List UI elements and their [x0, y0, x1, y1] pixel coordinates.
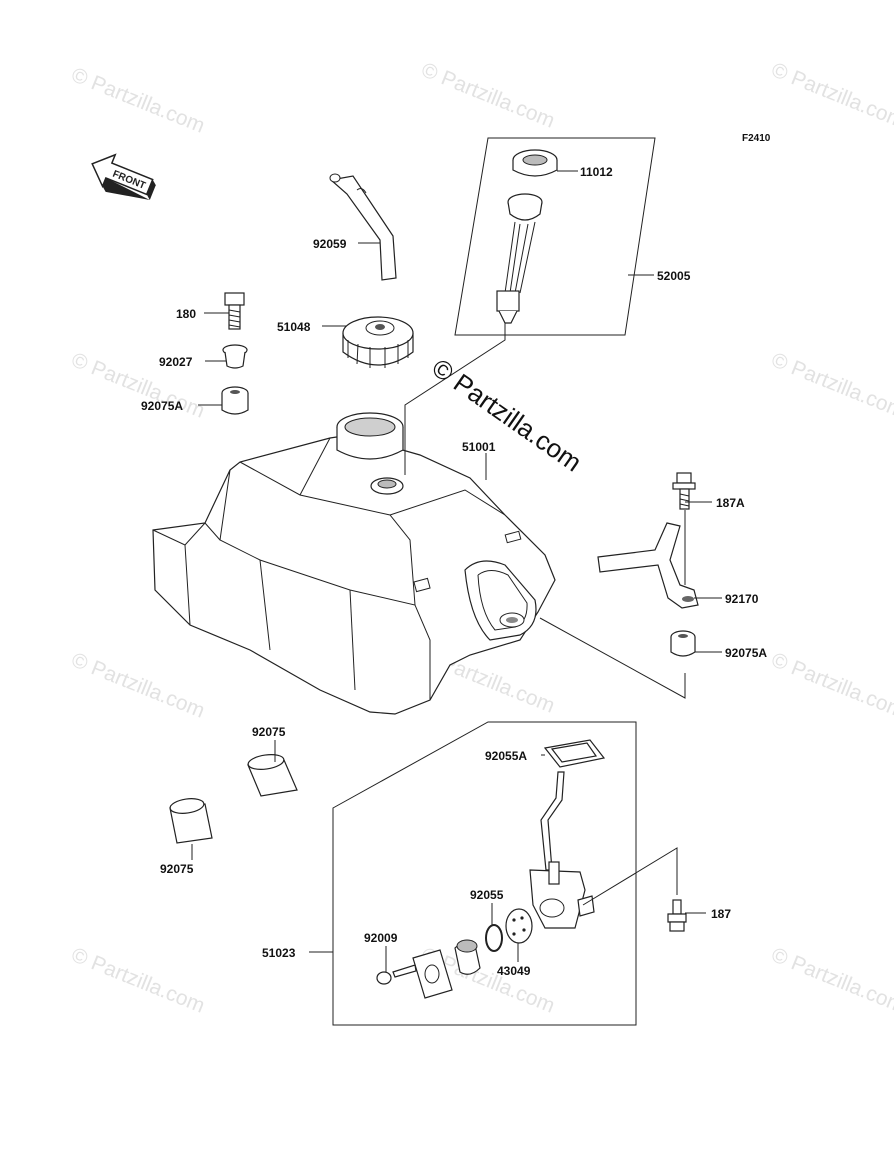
- part-label-43049[interactable]: 43049: [497, 964, 531, 978]
- bracket-92170: [597, 522, 699, 609]
- bolt-180: [224, 292, 245, 330]
- collar-92075-lower: [169, 798, 213, 844]
- part-label-92075-lower[interactable]: 92075: [160, 862, 194, 876]
- leader-line-tank-tab: [539, 617, 686, 699]
- part-label-51001[interactable]: 51001: [462, 440, 496, 454]
- fuel-cock-assembly: [332, 721, 637, 1026]
- part-label-52005[interactable]: 52005: [657, 269, 691, 283]
- part-label-92055[interactable]: 92055: [470, 888, 504, 902]
- bolt-187: [667, 899, 687, 932]
- label-leaders: [191, 170, 722, 972]
- watermark-text: © Partzilla.com: [68, 648, 208, 722]
- part-label-92055a[interactable]: 92055A: [485, 749, 527, 763]
- diagram-code: F2410: [742, 133, 771, 144]
- part-label-92059[interactable]: 92059: [313, 237, 347, 251]
- damper-92075a-right: [670, 630, 696, 657]
- bolt-187a: [672, 472, 696, 510]
- watermark-text: © Partzilla.com: [768, 348, 894, 422]
- damper-92075a-top: [221, 386, 249, 415]
- fuel-tank: [152, 412, 556, 715]
- watermark-text: © Partzilla.com: [68, 63, 208, 137]
- part-label-92075a-right[interactable]: 92075A: [725, 646, 767, 660]
- part-label-187[interactable]: 187: [711, 907, 731, 921]
- watermark-text: © Partzilla.com: [768, 58, 894, 132]
- part-label-92075a-top[interactable]: 92075A: [141, 399, 183, 413]
- part-label-92027[interactable]: 92027: [159, 355, 193, 369]
- watermark-text: © Partzilla.com: [768, 648, 894, 722]
- breather-hose: [329, 173, 397, 281]
- part-label-92009[interactable]: 92009: [364, 931, 398, 945]
- collar-92027: [222, 344, 248, 369]
- collar-92075-upper: [247, 754, 298, 797]
- part-label-11012[interactable]: 11012: [580, 165, 613, 179]
- part-label-92075-upper[interactable]: 92075: [252, 725, 286, 739]
- watermark-text: © Partzilla.com: [418, 58, 558, 132]
- watermark-center: © Partzilla.com: [427, 352, 588, 477]
- part-label-187a[interactable]: 187A: [716, 496, 745, 510]
- leader-line-gauge: [404, 323, 506, 475]
- watermark-text: © Partzilla.com: [768, 943, 894, 1017]
- part-label-51023[interactable]: 51023: [262, 946, 296, 960]
- part-label-180[interactable]: 180: [176, 307, 196, 321]
- front-arrow-icon: FRONT: [91, 153, 156, 200]
- part-label-51048[interactable]: 51048: [277, 320, 311, 334]
- watermark-text: © Partzilla.com: [68, 943, 208, 1017]
- leader-line-fuel-cock: [582, 847, 678, 906]
- fuel-gauge-assembly: [454, 137, 656, 336]
- fuel-cap: [342, 316, 414, 368]
- part-label-92170[interactable]: 92170: [725, 592, 759, 606]
